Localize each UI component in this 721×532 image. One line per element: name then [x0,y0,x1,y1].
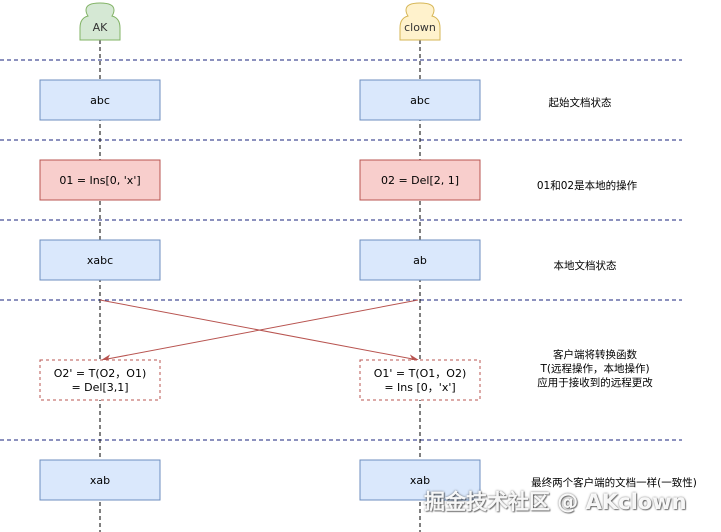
doc-box-right-label: ab [413,254,427,267]
transform-box-left-line1: O2' = T(O2，O1) [54,367,147,380]
doc-box-left-label: abc [90,94,110,107]
row-note: 01和02是本地的操作 [537,179,638,192]
doc-box-left-label: xab [90,474,110,487]
row-final: xab xab 最终两个客户端的文档一样(一致性) [39,459,697,501]
transform-box-right-line1: O1' = T(O1，O2) [374,367,467,380]
row-note: 本地文档状态 [554,259,617,272]
doc-box-right [359,79,481,121]
lifelines [99,40,421,532]
arrow-to-left [101,299,419,363]
row-transform: O2' = T(O2，O1) = Del[3,1] O1' = T(O1，O2)… [39,348,653,401]
actor-right-icon [399,2,441,41]
op-box-left [39,159,161,201]
watermark: 掘金技术社区 @ AKclown [424,490,687,514]
actor-right-label: clown [404,21,436,34]
doc-box-right [359,459,481,501]
doc-box-right [359,239,481,281]
op-box-left-label: 01 = Ins[0, 'x'] [59,174,140,187]
row-separators [0,59,682,441]
op-box-right-label: 02 = Del[2, 1] [381,174,459,187]
doc-box-right-label: xab [410,474,430,487]
doc-box-left [39,459,161,501]
doc-box-left [39,79,161,121]
actor-left-icon [79,2,121,41]
row-note: 最终两个客户端的文档一样(一致性) [531,476,697,489]
doc-box-left-label: xabc [87,254,113,267]
op-box-right [359,159,481,201]
actor-right: clown [399,2,441,41]
row-note: 起始文档状态 [549,96,612,109]
transform-box-left-line2: = Del[3,1] [71,381,128,394]
doc-box-right-label: abc [410,94,430,107]
doc-box-left [39,239,161,281]
row-note-line2: T(远程操作，本地操作) [539,362,649,375]
actor-left-label: AK [93,21,109,34]
transform-box-right-line2: = Ins [0，'x'] [384,381,455,394]
row-note-line3: 应用于接收到的远程更改 [537,376,653,389]
transform-box-left [39,359,161,401]
row-initial: abc abc 起始文档状态 [39,79,612,121]
row-ops: 01 = Ins[0, 'x'] 02 = Del[2, 1] 01和02是本地… [39,159,638,201]
transform-box-right [359,359,481,401]
actor-left: AK [79,2,121,41]
remote-op-arrows [99,299,419,363]
row-note-line1: 客户端将转换函数 [553,348,637,361]
row-local: xabc ab 本地文档状态 [39,239,617,281]
